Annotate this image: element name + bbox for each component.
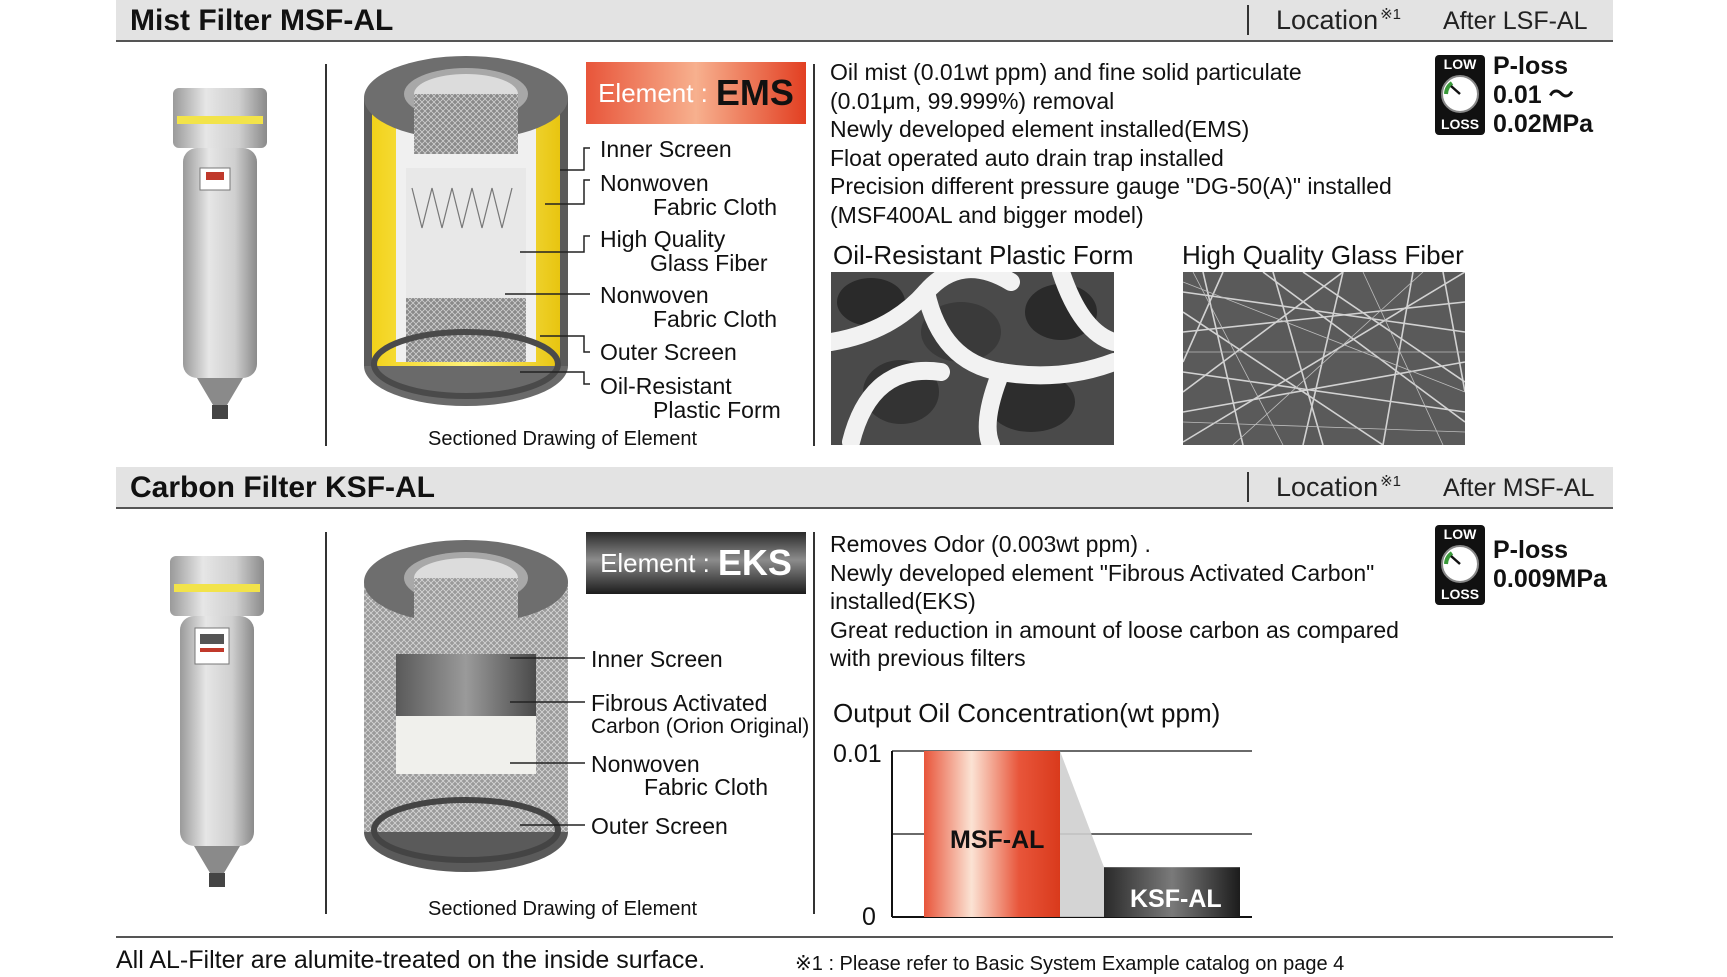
layer-label: Inner Screen [600, 136, 732, 162]
location-label: Location※1 [1276, 5, 1402, 35]
divider-right [813, 532, 815, 914]
photo-title-plastic-form: Oil-Resistant Plastic Form [833, 240, 1134, 270]
layer-label: Carbon (Orion Original) [591, 715, 810, 738]
divider-left [325, 532, 327, 914]
layer-label: Fibrous Activated [591, 690, 768, 716]
layer-label: Plastic Form [653, 397, 781, 423]
layer-label: Nonwoven [600, 170, 709, 196]
header-divider [1247, 5, 1249, 35]
bar-ksf-al [1104, 867, 1240, 917]
element-badge-ems: Element :EMS [586, 62, 806, 124]
ems-leader-lines [505, 147, 590, 385]
low-loss-gauge-icon: LOW LOSS [1435, 55, 1485, 135]
footer-note: ※1 : Please refer to Basic System Exampl… [795, 953, 1345, 975]
divider-left [325, 64, 327, 446]
layer-label: High Quality [600, 226, 726, 252]
y-tick-label-min: 0 [862, 903, 876, 931]
layer-label: Nonwoven [591, 751, 700, 777]
layer-label: Nonwoven [600, 282, 709, 308]
description-line: installed(EKS) [830, 588, 976, 614]
drawing-caption: Sectioned Drawing of Element [428, 898, 698, 920]
footer-rule [116, 936, 1613, 938]
carbon-filter-product-image [170, 556, 264, 887]
description-line: Oil mist (0.01wt ppm) and fine solid par… [830, 59, 1302, 85]
description-line: Great reduction in amount of loose carbo… [830, 616, 1399, 643]
description-line: Precision different pressure gauge "DG-5… [830, 173, 1392, 199]
ems-element-drawing [364, 56, 568, 406]
layer-label: Outer Screen [591, 813, 728, 839]
eks-leader-lines [510, 657, 585, 826]
plastic-form-photo [831, 272, 1114, 445]
layer-label: Outer Screen [600, 339, 737, 365]
divider-right [813, 64, 815, 446]
description-line: (MSF400AL and bigger model) [830, 201, 1144, 228]
photo-title-glass-fiber: High Quality Glass Fiber [1182, 240, 1464, 270]
layer-label: Fabric Cloth [653, 306, 777, 332]
bar-label-ksf-al: KSF-AL [1130, 885, 1222, 913]
y-tick-label-max: 0.01 [833, 740, 882, 768]
output-oil-chart [891, 750, 1252, 918]
mist-filter-header: Mist Filter MSF-AL Location※1 After LSF-… [116, 0, 1613, 42]
section-title: Carbon Filter KSF-AL [130, 471, 435, 504]
footer-main-text: All AL-Filter are alumite-treated on the… [116, 946, 706, 974]
description-line: Float operated auto drain trap installed [830, 144, 1224, 171]
carbon-filter-header: Carbon Filter KSF-AL Location※1 After MS… [116, 467, 1613, 509]
bar-transition-shadow [1060, 751, 1104, 917]
description-line: Newly developed element installed(EMS) [830, 116, 1250, 142]
eks-element-drawing [364, 540, 568, 872]
bar-msf-al [924, 751, 1060, 917]
layer-label: Fabric Cloth [653, 194, 777, 220]
glass-fiber-photo [1183, 272, 1465, 445]
description-line: (0.01μm, 99.999%) removal [830, 87, 1115, 114]
mist-filter-description: Oil mist (0.01wt ppm) and fine solid par… [830, 58, 1392, 229]
section-title: Mist Filter MSF-AL [130, 4, 394, 37]
mist-filter-product-image [173, 88, 267, 419]
description-line: Removes Odor (0.003wt ppm) . [830, 531, 1151, 557]
layer-label: Glass Fiber [650, 250, 768, 276]
carbon-filter-description: Removes Odor (0.003wt ppm) . Newly devel… [830, 530, 1399, 673]
ploss-value: P-loss 0.01 ～ 0.02MPa [1493, 52, 1594, 138]
bar-label-msf-al: MSF-AL [950, 826, 1045, 854]
chart-title: Output Oil Concentration(wt ppm) [833, 698, 1221, 728]
layer-label: Fabric Cloth [644, 774, 768, 800]
location-after: After MSF-AL [1443, 474, 1595, 502]
description-line: with previous filters [830, 645, 1026, 671]
ploss-value: P-loss 0.009MPa [1493, 536, 1607, 593]
header-divider [1247, 472, 1249, 502]
layer-label: Oil-Resistant [600, 373, 732, 399]
location-after: After LSF-AL [1443, 7, 1588, 35]
low-loss-gauge-icon: LOW LOSS [1435, 525, 1485, 605]
location-label: Location※1 [1276, 472, 1402, 502]
description-line: Newly developed element "Fibrous Activat… [830, 559, 1375, 586]
element-badge-eks: Element :EKS [586, 532, 806, 594]
layer-label: Inner Screen [591, 646, 723, 672]
drawing-caption: Sectioned Drawing of Element [428, 428, 698, 450]
